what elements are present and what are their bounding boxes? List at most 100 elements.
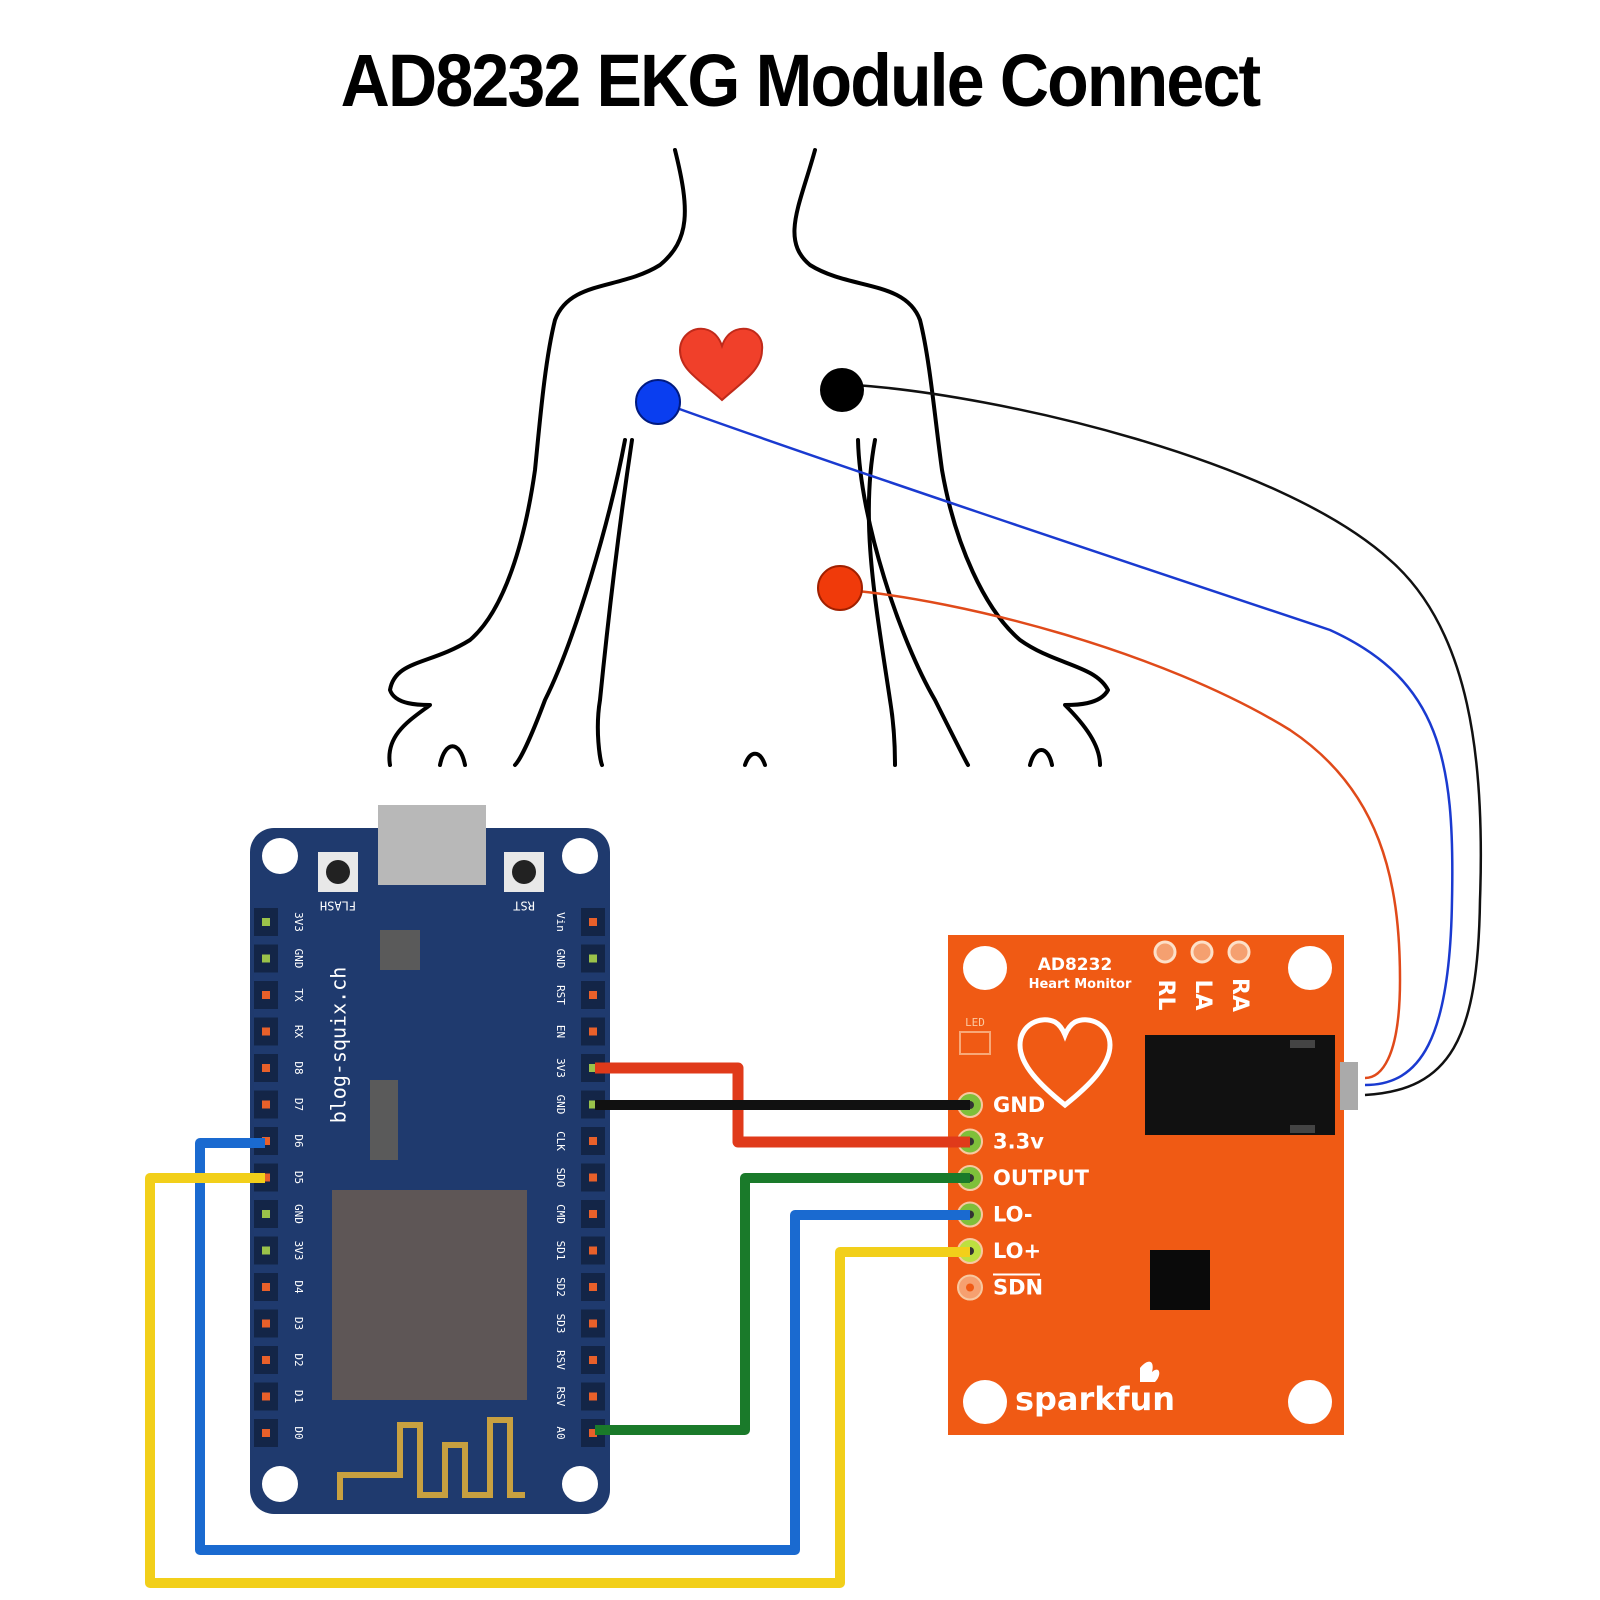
led-indicator (959, 1031, 991, 1055)
header-pin-pad (589, 1210, 597, 1218)
electrode-black-icon (820, 368, 864, 412)
mount-hole (1288, 946, 1332, 990)
header-pin-pad (589, 1064, 597, 1072)
electrode-pad-label: RL (1153, 980, 1178, 1011)
usb-port (378, 805, 486, 885)
header-pin-label: RST (554, 985, 567, 1005)
led-label: LED (965, 1016, 985, 1029)
nodemcu-board: FLASH RST blog-squix.ch 3V3GNDTXRXD8D7D6… (250, 805, 610, 1514)
lead-black (854, 383, 1483, 1097)
header-pin-label: D2 (292, 1353, 305, 1366)
flash-button-cap-icon (326, 860, 350, 884)
mount-hole (963, 946, 1007, 990)
electrode-pad-label: RA (1227, 978, 1252, 1012)
sparkfun-flame-icon (1140, 1361, 1160, 1382)
mount-hole (562, 838, 598, 874)
header-pin-label: SD3 (554, 1314, 567, 1334)
mount-hole (1288, 1380, 1332, 1424)
wires (145, 1062, 970, 1588)
page-title: AD8232 EKG Module Connect (340, 39, 1261, 122)
header-pin-label: CLK (554, 1131, 567, 1151)
header-pin-pad (262, 1356, 270, 1364)
header-pin-pad (262, 918, 270, 926)
electrode-leads (659, 383, 1483, 1097)
electrode-pad (1153, 940, 1177, 964)
audio-jack (1145, 1035, 1335, 1135)
header-pin-pad (262, 1027, 270, 1036)
header-pin-label: D8 (292, 1061, 305, 1074)
module-pin-label: 3.3v (993, 1130, 1044, 1154)
regulator-chip (380, 930, 420, 970)
header-pin-label: 3V3 (292, 912, 305, 932)
header-pin-label: 3V3 (292, 1241, 305, 1261)
header-pin-label: GND (292, 949, 305, 969)
lead-red (846, 588, 1402, 1080)
ad8232-chip (1150, 1250, 1210, 1310)
module-pin-label: LO- (993, 1203, 1033, 1227)
header-pin-pad (262, 1210, 270, 1218)
electrode-pad-label: LA (1190, 979, 1215, 1010)
header-pin-label: A0 (554, 1426, 567, 1439)
header-pin-pad (589, 991, 597, 999)
header-pin-pad (589, 918, 597, 926)
header-pin-pad (589, 1137, 597, 1145)
electrode-pad (1190, 940, 1214, 964)
wire-lo-plus (145, 1173, 970, 1588)
audio-jack-plug (1340, 1062, 1358, 1110)
header-pin-label: D1 (292, 1390, 305, 1403)
header-pin-pad (262, 991, 270, 999)
header-pin-label: SD1 (554, 1241, 567, 1261)
module-pin-label: SDN (993, 1276, 1043, 1300)
module-pin-label: LO+ (993, 1239, 1041, 1263)
credit-text: blog-squix.ch (327, 967, 351, 1124)
header-pin-label: GND (554, 1095, 567, 1115)
header-pin-label: D3 (292, 1317, 305, 1330)
header-pin-label: D7 (292, 1098, 305, 1111)
flash-label: FLASH (320, 899, 356, 913)
module-subtitle: Heart Monitor (1029, 977, 1132, 992)
header-pin-pad (589, 1429, 597, 1437)
header-pin-label: D5 (292, 1171, 305, 1184)
header-pin-label: TX (292, 988, 305, 1002)
header-pin-label: SD2 (554, 1277, 567, 1297)
header-pin-pad (262, 954, 270, 963)
header-pin-label: D6 (292, 1134, 305, 1147)
header-pin-pad (589, 954, 597, 963)
electrode-red-icon (817, 565, 863, 611)
electrode-pad (1227, 940, 1251, 964)
header-pin-label: D0 (292, 1426, 305, 1439)
header-pin-pad (589, 1027, 597, 1036)
header-pin-pad (262, 1429, 270, 1437)
header-pin-label: CMD (554, 1204, 567, 1224)
brand-logo: sparkfun (1015, 1380, 1175, 1418)
body-outline (387, 148, 1110, 767)
antenna-trace-icon (337, 1417, 525, 1500)
module-pin-label: OUTPUT (993, 1166, 1090, 1190)
header-pin-label: RSV (554, 1387, 567, 1407)
mount-hole (262, 1466, 298, 1502)
header-pin-label: 3V3 (554, 1058, 567, 1078)
electrode-blue-icon (635, 379, 681, 425)
uart-chip (370, 1080, 398, 1160)
header-pin-pad (262, 1392, 270, 1401)
header-pin-pad (262, 1283, 270, 1291)
header-pin-label: SDO (554, 1168, 567, 1188)
module-pin-label: GND (993, 1093, 1045, 1117)
header-pin-label: GND (554, 949, 567, 969)
header-pin-label: EN (554, 1025, 567, 1038)
mount-hole (562, 1466, 598, 1502)
header-pin-pad (262, 1319, 270, 1328)
header-pin-pad (262, 1246, 270, 1255)
header-pin-label: Vin (554, 912, 567, 932)
header-pin-pad (262, 1100, 270, 1109)
reset-label: RST (513, 899, 535, 913)
wire-lo-minus (195, 1138, 970, 1555)
mount-hole (262, 838, 298, 874)
heart-icon (678, 327, 764, 402)
header-pin-label: RSV (554, 1350, 567, 1370)
mount-hole (963, 1380, 1007, 1424)
header-pin-pad (262, 1064, 270, 1072)
